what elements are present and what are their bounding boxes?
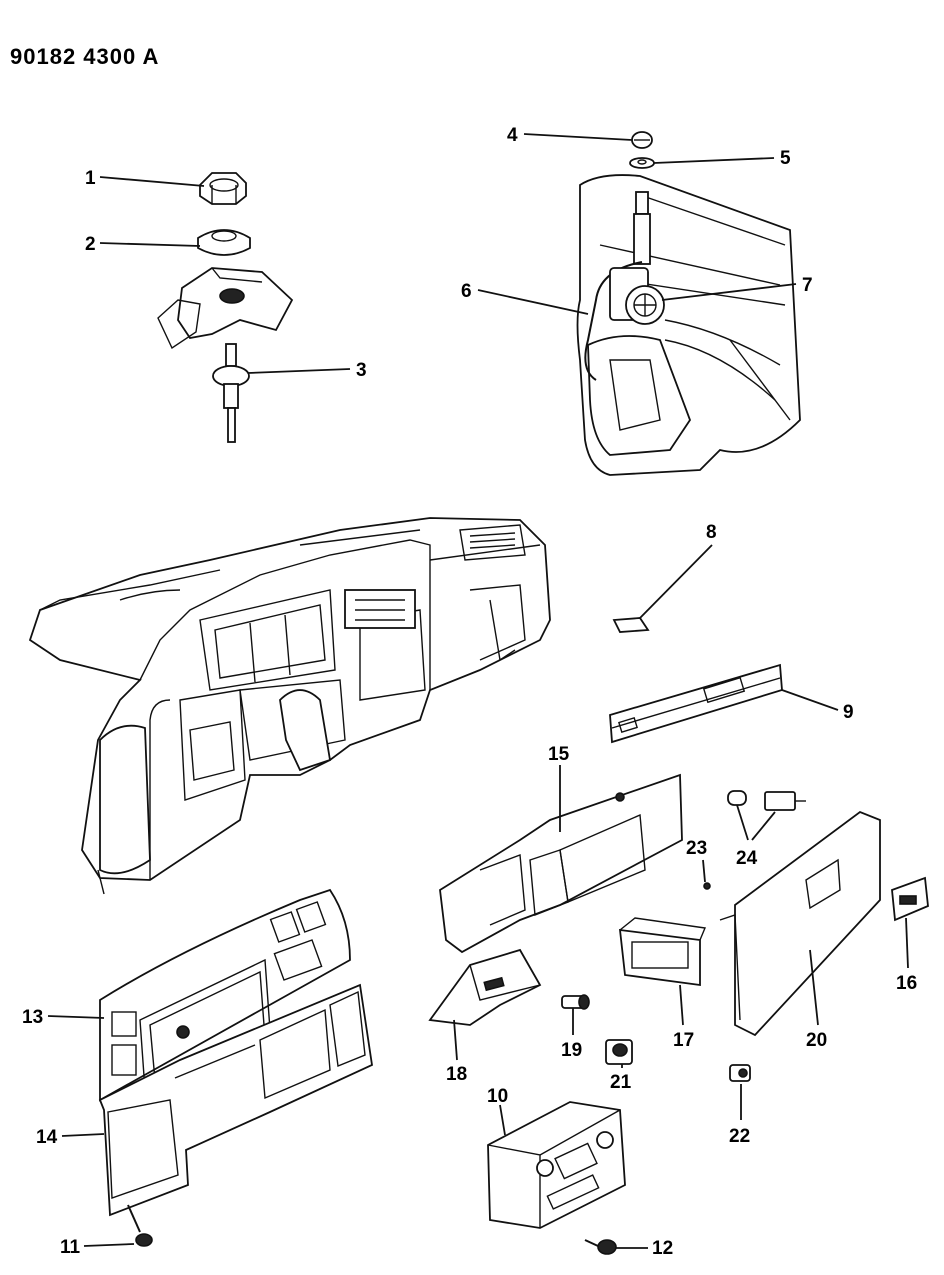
part-5-washer-illustration xyxy=(629,157,655,169)
part-11-screw-illustration xyxy=(127,1204,153,1247)
callout-21: 21 xyxy=(610,1072,632,1093)
callout-1: 1 xyxy=(85,168,96,189)
callout-7: 7 xyxy=(802,275,813,296)
part-21-lighter-illustration xyxy=(605,1039,633,1065)
callout-10: 10 xyxy=(487,1086,508,1107)
part-9-trim-strip-illustration xyxy=(609,663,783,744)
callout-2: 2 xyxy=(85,234,96,255)
callout-5: 5 xyxy=(780,148,791,169)
instrument-panel-illustration xyxy=(28,517,551,895)
antenna-bracket-illustration xyxy=(157,267,294,350)
callout-23: 23 xyxy=(686,838,707,859)
part-19-socket-illustration xyxy=(561,994,590,1010)
part-10-radio-illustration xyxy=(487,1101,626,1229)
callout-20: 20 xyxy=(806,1030,827,1051)
part-18-latch-striker-illustration xyxy=(428,948,542,1026)
callout-11: 11 xyxy=(60,1237,81,1258)
fender-assembly-illustration xyxy=(576,174,801,476)
part-3-antenna-base-illustration xyxy=(212,343,250,443)
part-4-cap-nut-illustration xyxy=(631,131,653,149)
callout-16: 16 xyxy=(896,973,917,994)
callout-4: 4 xyxy=(507,125,518,146)
part-2-grommet-illustration xyxy=(197,229,251,256)
callout-24: 24 xyxy=(736,848,758,869)
callout-9: 9 xyxy=(843,702,854,723)
document-id: 90182 4300 A xyxy=(10,44,159,69)
part-12-screw-illustration xyxy=(584,1239,617,1255)
part-1-nut-illustration xyxy=(199,172,247,205)
part-16-lock-illustration xyxy=(891,876,929,922)
callout-12: 12 xyxy=(652,1238,673,1259)
callout-19: 19 xyxy=(561,1040,582,1061)
leader-lines xyxy=(47,133,909,1249)
callout-6: 6 xyxy=(461,281,472,302)
part-8-clip-illustration xyxy=(612,617,650,633)
antenna-stud-illustration xyxy=(633,191,651,265)
part-7-motor-illustration xyxy=(609,267,665,325)
part-24-bulb-illustration xyxy=(727,790,806,811)
callout-22: 22 xyxy=(729,1126,750,1147)
callout-18: 18 xyxy=(446,1064,467,1085)
callout-14: 14 xyxy=(36,1127,58,1148)
part-23-screw-illustration xyxy=(703,882,711,890)
part-15-glove-box-bin-illustration xyxy=(439,773,683,954)
callout-17: 17 xyxy=(673,1030,694,1051)
part-14-cluster-housing-illustration xyxy=(98,983,373,1217)
part-17-ash-tray-illustration xyxy=(618,917,706,987)
callout-15: 15 xyxy=(548,744,570,765)
callout-8: 8 xyxy=(706,522,717,543)
callout-13: 13 xyxy=(22,1007,43,1028)
part-22-clip-illustration xyxy=(729,1064,751,1082)
callout-3: 3 xyxy=(356,360,367,381)
part-20-glove-box-door-illustration xyxy=(719,810,881,1037)
